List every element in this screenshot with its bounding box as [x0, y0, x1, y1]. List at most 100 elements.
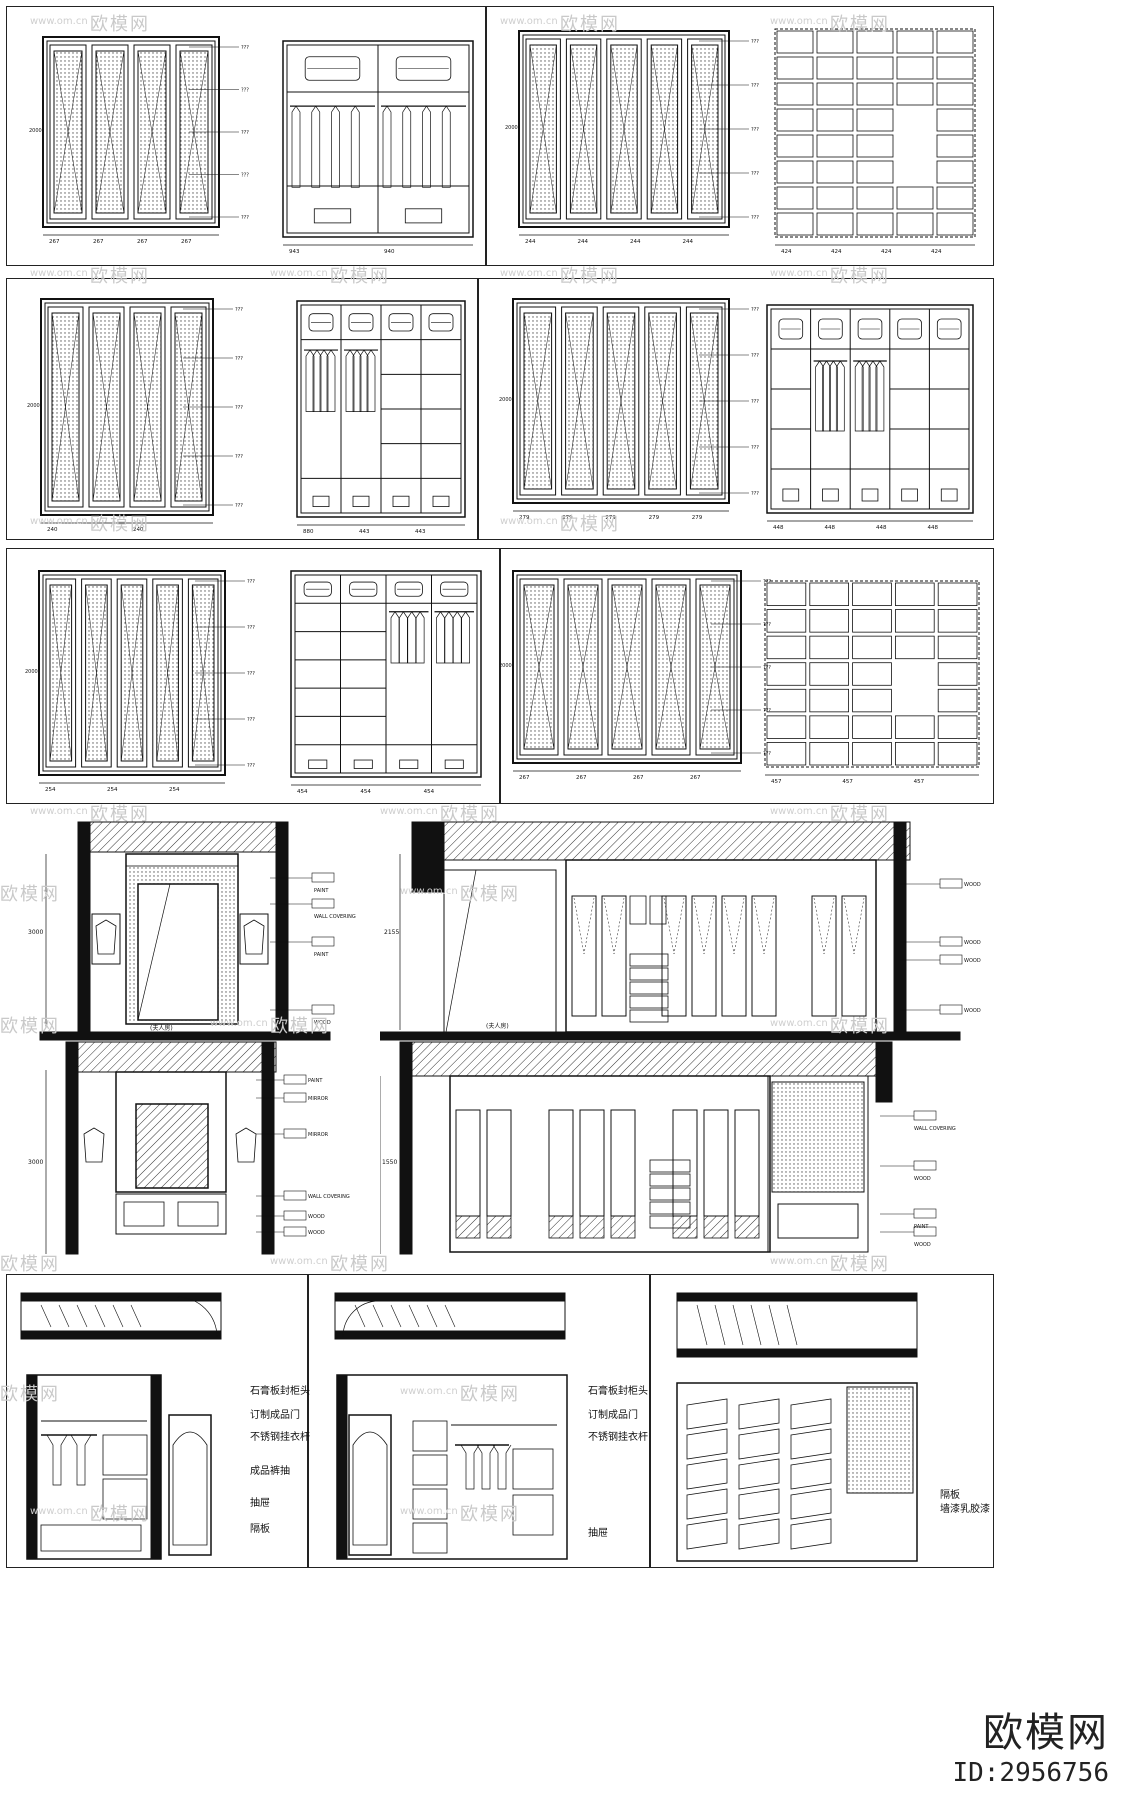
dimension-value: 424	[831, 249, 842, 255]
shoe-shelf	[738, 1458, 780, 1490]
jacket-icon	[243, 919, 265, 955]
glass-door	[841, 895, 867, 1017]
coat-icon	[70, 1434, 92, 1486]
closet-drawing-3	[650, 1274, 994, 1568]
plan-wall	[676, 1292, 918, 1302]
drawer	[901, 488, 918, 502]
dimension-value: 267	[49, 239, 60, 245]
door-swing-line	[650, 128, 665, 214]
plan-hatch	[94, 1304, 106, 1328]
door-swing-line	[699, 666, 716, 750]
shelf-cell	[766, 662, 807, 686]
door-swing	[342, 1300, 380, 1338]
callout-label: ???	[751, 83, 759, 89]
door-swing	[603, 897, 625, 955]
note-label: 不锈钢挂衣杆	[588, 1432, 648, 1443]
shoe-shelf	[790, 1518, 832, 1550]
door-swing-line	[606, 312, 622, 402]
door-swing-line	[529, 44, 544, 130]
callout-label: ???	[751, 127, 759, 133]
door-swing-line	[92, 312, 107, 408]
interior-inner	[770, 308, 970, 510]
shelf-cell	[856, 108, 894, 132]
drawer	[649, 1215, 691, 1229]
door-swing-line	[67, 131, 83, 214]
shelf-cell	[936, 186, 974, 210]
callout-label: ???	[763, 579, 771, 585]
door-swing-line	[650, 44, 665, 130]
door-swing-line	[96, 584, 108, 674]
interior-frame-dashed	[774, 28, 976, 238]
height-label: 1550	[382, 1159, 397, 1166]
door-swing-line	[147, 406, 162, 502]
shelf-cell	[776, 160, 814, 184]
door-swing-line	[704, 128, 719, 214]
door-swing-line	[664, 128, 678, 214]
door-swing-line	[537, 312, 552, 402]
dimension-value: 267	[137, 239, 148, 245]
door-swing-line	[523, 666, 540, 750]
dimension-value: 267	[93, 239, 104, 245]
plan-hatch	[444, 1304, 456, 1328]
louver-panel	[672, 1215, 698, 1239]
shelf-cell	[816, 82, 854, 106]
note-label: 不锈钢挂衣杆	[250, 1432, 310, 1443]
glass-door	[721, 895, 747, 1017]
callout-tag	[913, 1110, 937, 1121]
callout-label: ???	[241, 45, 249, 51]
callout-tag	[311, 898, 335, 909]
folded-clothes-icon	[818, 318, 843, 340]
door-swing-line	[109, 50, 125, 133]
floor-slab	[39, 1031, 331, 1041]
glass-door	[601, 895, 627, 1017]
drawer	[392, 495, 410, 507]
shelf-cell	[852, 662, 892, 686]
shoe-shelf	[686, 1488, 728, 1520]
door-swing-line	[85, 672, 97, 762]
door-panel	[519, 578, 559, 756]
shelf-cell	[936, 56, 974, 80]
alcove-frame	[115, 1071, 227, 1193]
dimension-value: 424	[881, 249, 892, 255]
shelf-cell	[896, 56, 934, 80]
callout-label: ???	[751, 399, 759, 405]
shelf-cell	[856, 160, 894, 184]
drawer	[123, 1201, 165, 1227]
callout-tag	[939, 936, 963, 947]
door-swing-line	[131, 672, 144, 762]
door-swing-line	[133, 312, 148, 408]
shelf-cell	[894, 582, 935, 606]
door-panel	[172, 1431, 208, 1546]
folded-clothes-icon	[936, 318, 962, 340]
dimension-value: 279	[692, 515, 703, 521]
door-swing-line	[51, 406, 66, 502]
door-swing-line	[662, 312, 677, 402]
shelf-cell	[852, 582, 892, 606]
shelf-cell	[936, 160, 974, 184]
folded-clothes-icon	[304, 56, 361, 81]
callout-label: ???	[751, 39, 759, 45]
door-swing-line	[537, 400, 552, 490]
plan-frame	[676, 1292, 918, 1358]
height-label: 2000	[29, 128, 42, 134]
plan-hatch	[714, 1304, 726, 1346]
door-swing-line	[664, 44, 678, 130]
shelf-cell	[937, 635, 978, 660]
small-door	[649, 895, 667, 925]
drawer	[399, 759, 419, 769]
door-swing-line	[65, 312, 80, 408]
plan-hatch	[390, 1304, 402, 1328]
door-swing-line	[167, 584, 179, 674]
drawer	[404, 208, 443, 224]
door-swing-line	[691, 44, 706, 130]
door-swing-line	[623, 128, 638, 214]
glass-door	[691, 895, 717, 1017]
door-swing-line	[670, 666, 687, 750]
callout-label: ???	[235, 454, 243, 460]
door-swing-line	[106, 312, 121, 408]
dimension-value: 254	[169, 787, 180, 793]
material-label: WOOD	[314, 1020, 331, 1026]
